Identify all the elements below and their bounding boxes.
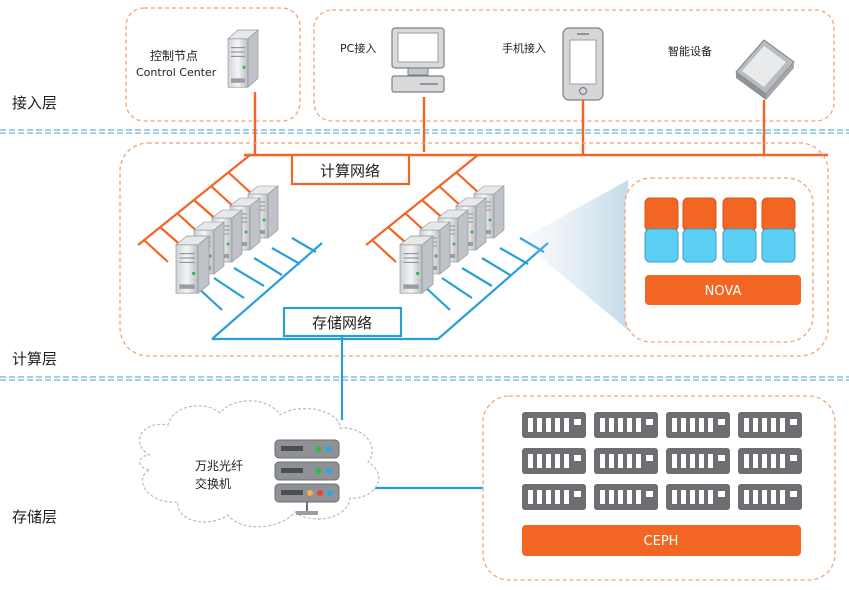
pc-icon [391, 27, 445, 93]
switch-label: 万兆光纤 [195, 459, 243, 473]
scanner-icon [735, 39, 795, 100]
storage-network-label-box [282, 306, 403, 338]
pc-label: PC接入 [340, 42, 376, 55]
switch-icon [274, 439, 340, 515]
ceph-panel [482, 395, 836, 581]
control-server-icon [227, 29, 259, 88]
layer-label-access: 接入层 [12, 94, 57, 112]
control-center-label: Control Center [136, 66, 217, 79]
access-device-group [313, 9, 835, 122]
storage-network-label: 存储网络 [312, 314, 372, 332]
ceph-label: CEPH [644, 534, 679, 549]
nova-label: NOVA [705, 284, 742, 299]
nova-cells [644, 197, 796, 263]
control-node-label: 控制节点 [150, 49, 198, 63]
ceph-disk-array [522, 412, 802, 510]
compute-network-label-box [290, 153, 411, 186]
layer-label-compute: 计算层 [12, 350, 57, 368]
switch-label-2: 交换机 [195, 476, 231, 491]
phone-icon [562, 27, 604, 101]
nova-zoom-beam [520, 180, 628, 330]
access-network-lines [244, 92, 828, 157]
smart-device-label: 智能设备 [668, 44, 712, 58]
control-node-group [125, 7, 301, 122]
compute-layer-group [119, 142, 829, 357]
compute-server-cluster-right [399, 185, 505, 294]
nova-bar [645, 275, 801, 305]
phone-label: 手机接入 [502, 41, 546, 55]
layer-label-storage: 存储层 [12, 508, 57, 526]
ceph-bar [522, 525, 801, 556]
compute-network-label: 计算网络 [320, 162, 380, 180]
